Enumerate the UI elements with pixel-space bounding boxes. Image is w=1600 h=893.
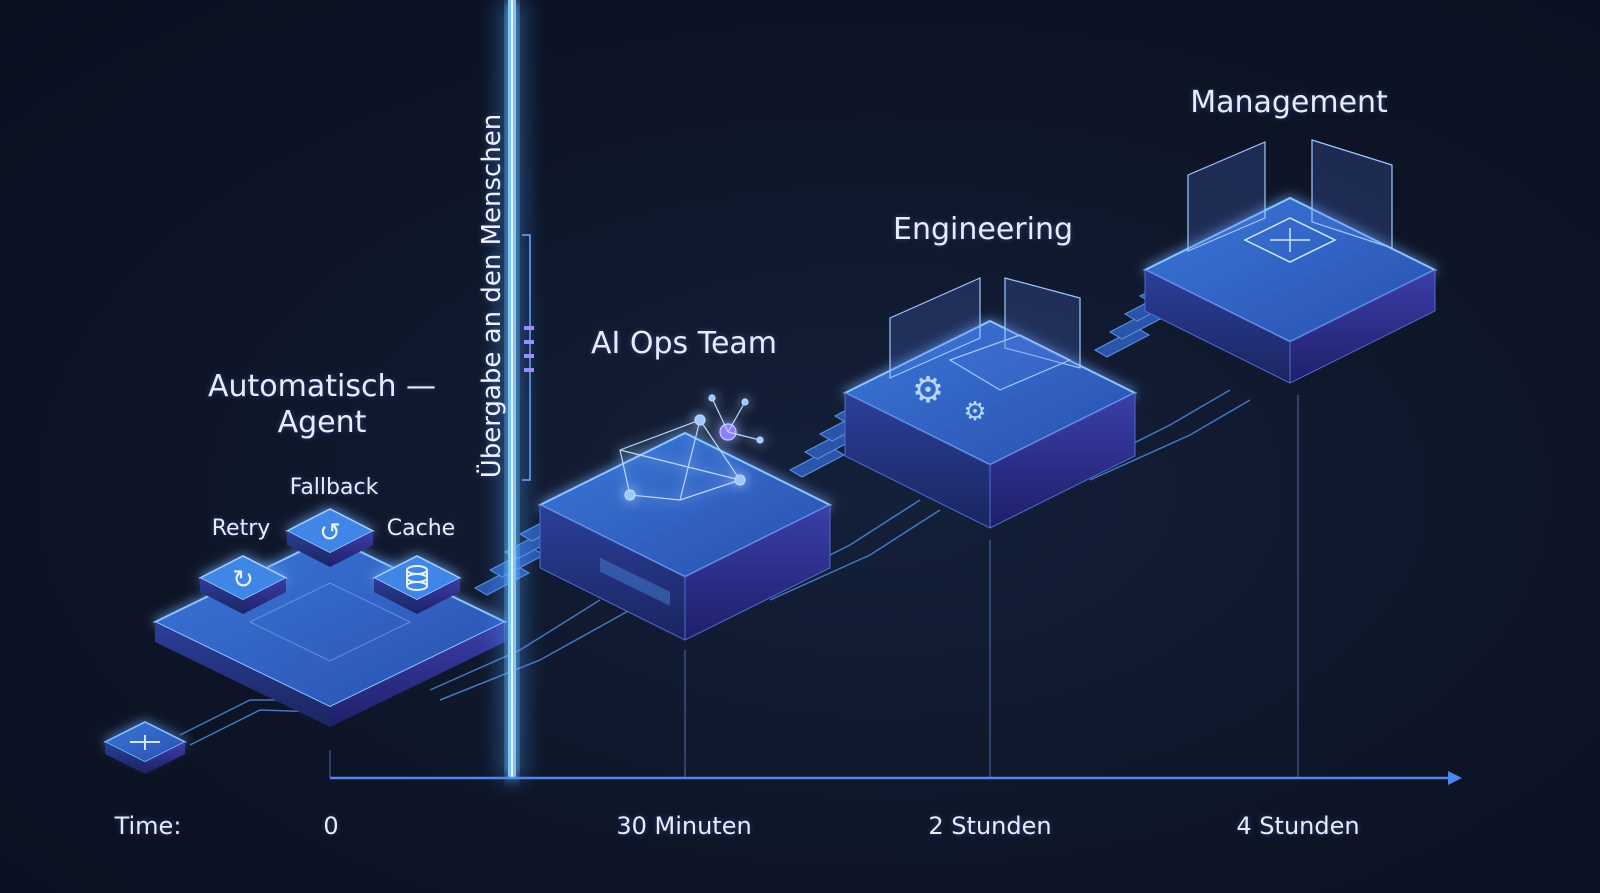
time-guides <box>329 395 1299 778</box>
cache-label: Cache <box>386 516 456 541</box>
agent-title-line2: Agent <box>277 405 367 440</box>
time-tick-0: 0 <box>323 812 339 840</box>
time-axis-arrow <box>1448 771 1462 785</box>
retry-module <box>198 555 288 614</box>
retry-icon: ↻ <box>232 565 254 595</box>
network-icon <box>619 394 764 501</box>
gear-icon: ⚙ <box>912 370 944 411</box>
aiops-platform <box>537 431 833 641</box>
cache-module <box>372 555 462 614</box>
fallback-module <box>285 508 375 567</box>
time-tick-2h: 2 Stunden <box>928 812 1052 840</box>
aiops-stage-title: AI Ops Team <box>590 326 778 361</box>
management-stage-title: Management <box>1190 85 1388 120</box>
retry-label: Retry <box>211 516 271 541</box>
management-platform <box>1142 196 1438 384</box>
engineering-panels <box>889 277 1081 391</box>
input-node-icon <box>103 721 187 774</box>
time-tick-30min: 30 Minuten <box>616 812 752 840</box>
handover-dashes <box>524 326 534 372</box>
gear-icon-small: ⚙ <box>963 397 986 427</box>
flowchart-icon <box>1243 217 1337 263</box>
fallback-icon: ↺ <box>319 518 341 548</box>
time-tick-4h: 4 Stunden <box>1236 812 1360 840</box>
engineering-stage-title: Engineering <box>893 212 1073 247</box>
management-panels <box>1187 139 1393 252</box>
engineering-platform <box>842 319 1138 529</box>
time-label: Time: <box>114 812 182 840</box>
cache-icon <box>406 565 428 591</box>
handover-label: Übergabe an den Menschen <box>477 113 507 479</box>
agent-stage-title: Automatisch — Agent <box>208 369 436 441</box>
fallback-label: Fallback <box>289 475 379 500</box>
agent-title-line1: Automatisch — <box>207 369 437 404</box>
